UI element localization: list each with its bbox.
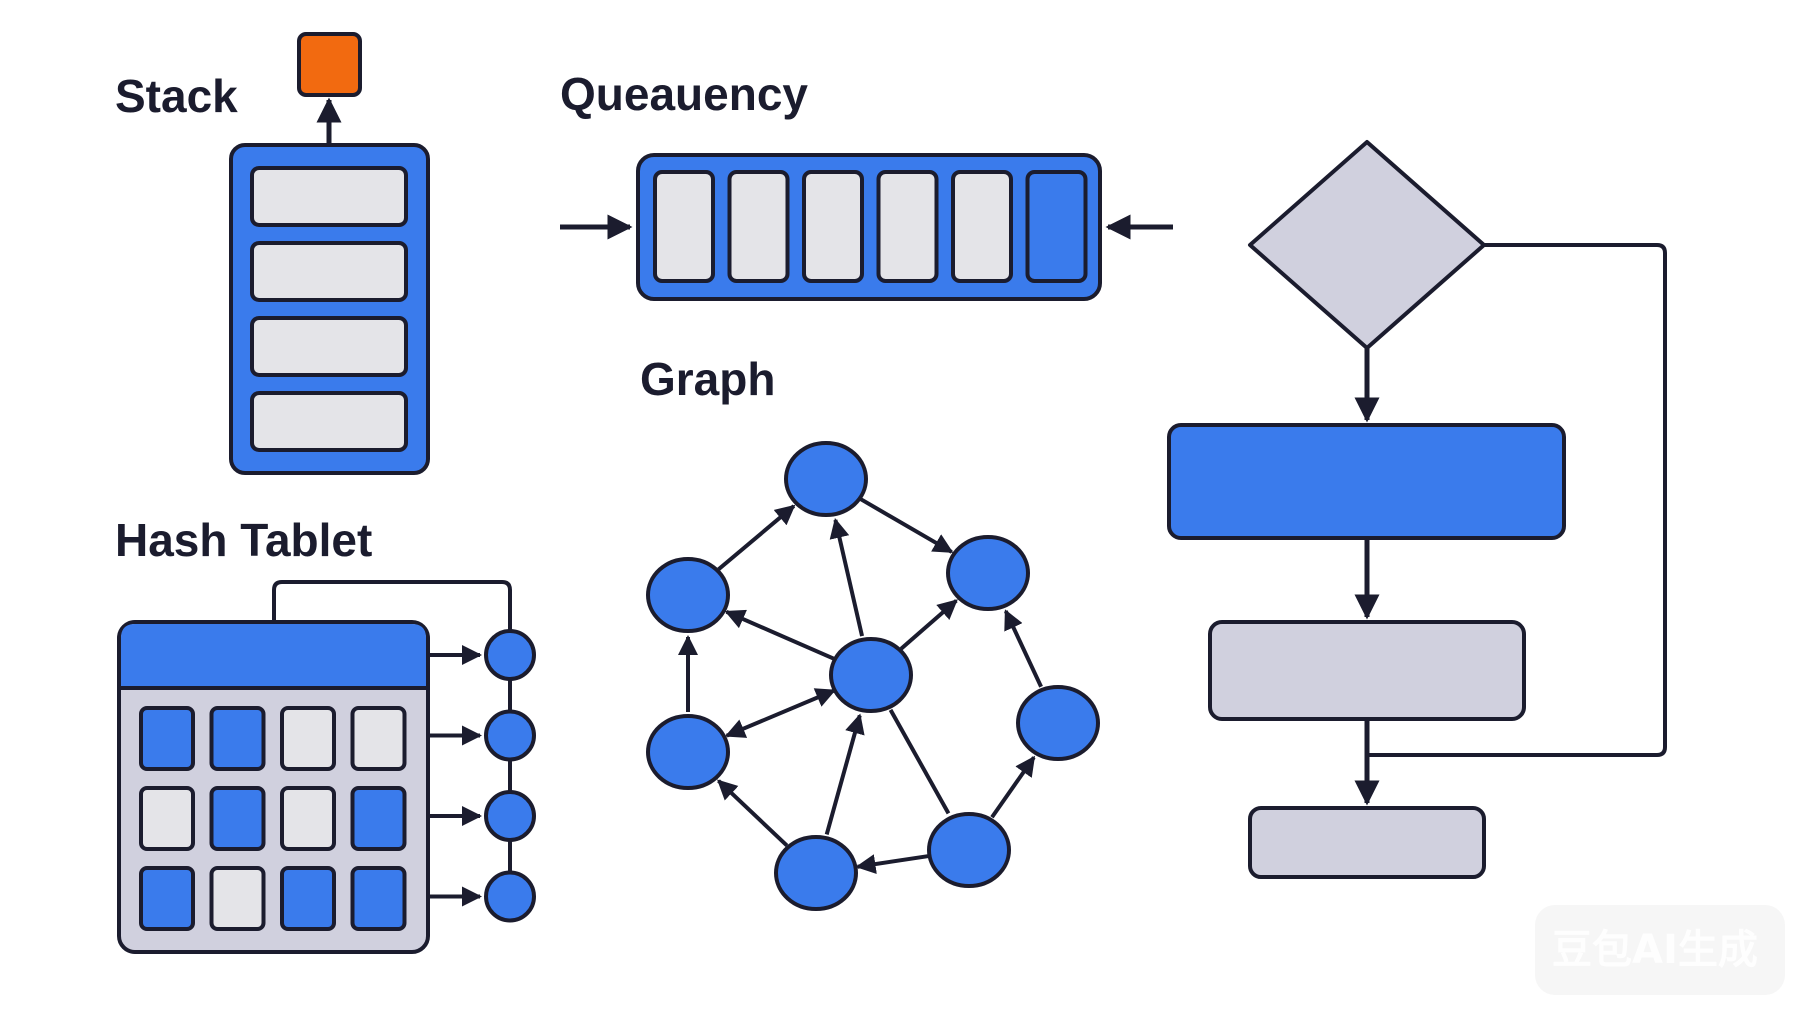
queue-title: Queauency — [560, 68, 808, 120]
stack-title: Stack — [115, 70, 238, 122]
hash-cell — [139, 706, 195, 771]
watermark: 豆包AI生成 — [1552, 927, 1758, 973]
loop-back-line — [1368, 243, 1667, 757]
bucket-node — [484, 629, 536, 681]
queue-slot — [1025, 170, 1088, 283]
graph-node-upper-left — [646, 557, 730, 633]
graph-title: Graph — [640, 353, 775, 405]
graph-edge — [724, 688, 836, 738]
hash-table-title: Hash Tablet — [115, 514, 372, 566]
bucket-node — [484, 790, 536, 842]
hash-cell — [209, 786, 266, 851]
watermark-bg — [1535, 905, 1785, 995]
graph-edge — [1003, 609, 1043, 688]
graph-edge — [824, 713, 865, 835]
graph-edge — [855, 853, 930, 874]
graph-node-top — [784, 441, 868, 517]
queue-slot — [802, 170, 864, 283]
hash-cell — [209, 866, 266, 931]
terminal-box — [1248, 806, 1486, 879]
decision-diamond — [1248, 140, 1486, 350]
graph-edge — [888, 708, 951, 815]
graph-node-bottom-left — [774, 835, 858, 911]
bucket-node — [484, 870, 536, 923]
graph-node-right — [1016, 685, 1100, 761]
hash-cell — [280, 866, 336, 931]
hash-table-diagram: Hash Tablet — [115, 514, 536, 954]
graph-node-bottom-right — [927, 812, 1011, 888]
graph-edge — [990, 755, 1036, 819]
hash-cell — [350, 706, 407, 771]
queue-slot — [951, 170, 1013, 283]
graph-edge — [717, 779, 789, 847]
queue-slot — [876, 170, 939, 283]
graph-node-center — [829, 637, 913, 713]
graph-edge — [899, 599, 958, 651]
hash-cell — [350, 866, 407, 931]
queue-slot — [653, 170, 715, 283]
graph-diagram: Graph — [640, 353, 1100, 911]
bucket-chain-line — [272, 580, 512, 900]
pushed-item-square — [297, 32, 362, 97]
stack-diagram: Stack — [115, 32, 430, 475]
hash-cell — [139, 866, 195, 931]
graph-edge — [724, 609, 836, 661]
hash-table-header — [121, 624, 426, 686]
stack-slot — [250, 241, 408, 302]
queue-diagram: Queauency — [560, 68, 1173, 301]
stack-slot — [250, 166, 408, 227]
queue-slot — [727, 170, 790, 283]
hash-table-body — [117, 620, 430, 954]
stack-slot — [250, 391, 408, 452]
bucket-node — [484, 709, 536, 762]
process-box — [1208, 620, 1526, 721]
graph-edge — [717, 504, 796, 571]
graph-node-lower-left — [646, 714, 730, 790]
hash-cell — [280, 786, 336, 851]
stack-slot — [250, 316, 408, 377]
hash-cell — [209, 706, 266, 771]
process-box-highlighted — [1167, 423, 1566, 540]
graph-edge — [859, 497, 954, 554]
graph-edge — [829, 517, 864, 637]
hash-cell — [139, 786, 195, 851]
graph-node-upper-right — [946, 535, 1030, 611]
flowchart-diagram — [1167, 140, 1667, 879]
hash-cell — [280, 706, 336, 771]
hash-cell — [350, 786, 407, 851]
